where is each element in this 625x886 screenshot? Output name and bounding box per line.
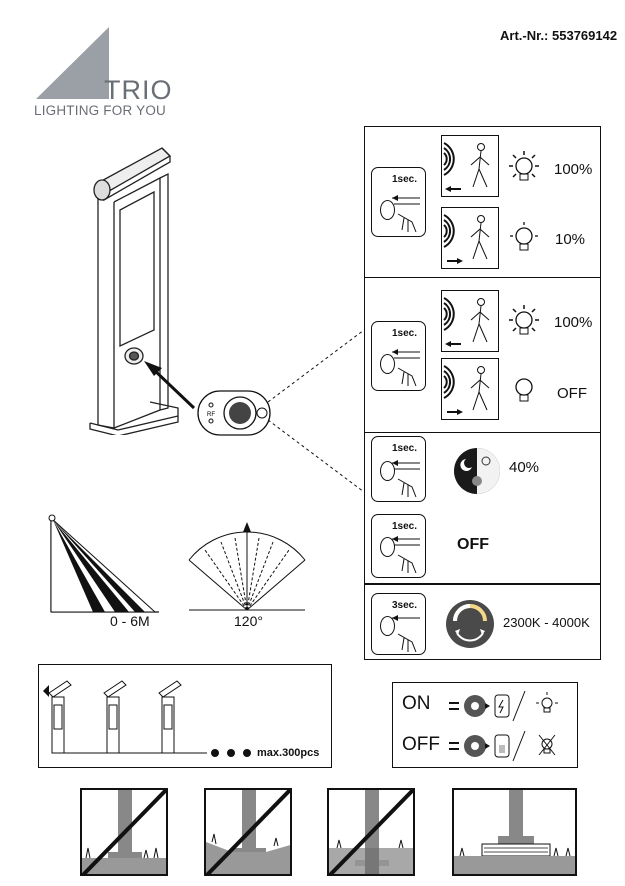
detection-angle-label: 120° xyxy=(234,613,263,629)
motion-sensor-icon xyxy=(441,207,499,269)
level-value: 100% xyxy=(554,314,593,331)
mode-panel-2: 1sec. 100% OFF xyxy=(364,278,601,433)
level-value: 100% xyxy=(554,161,593,178)
day-night-icon xyxy=(454,448,500,494)
on-label: ON xyxy=(402,693,431,714)
chained-lamps-illustration xyxy=(43,680,251,757)
duration-label: 3sec. xyxy=(392,600,418,611)
motion-sensor-icon xyxy=(441,358,499,420)
bulb-on-icon xyxy=(509,305,539,335)
install-wrong-1-drawing xyxy=(82,790,166,874)
trio-logo-triangle-icon xyxy=(36,27,109,99)
bollard-lamp-illustration xyxy=(89,147,196,435)
chain-connection-box: max.300pcs xyxy=(38,664,332,768)
button-press-2: 1sec. xyxy=(371,321,426,391)
duration-label: 1sec. xyxy=(392,521,418,532)
brand-tagline: LIGHTING FOR YOU xyxy=(34,103,166,118)
button-press-3: 1sec. xyxy=(371,436,426,502)
mode-panel-4: 1sec. OFF xyxy=(364,506,601,584)
sensor-module: RF xyxy=(197,390,271,436)
level-value: OFF xyxy=(457,536,489,553)
duration-label: 1sec. xyxy=(392,443,418,454)
duration-label: 1sec. xyxy=(392,174,418,185)
level-value: 40% xyxy=(509,459,540,476)
brand-name: TRIO xyxy=(104,75,173,105)
finger-press-icon xyxy=(392,460,420,498)
install-wrong-3-drawing xyxy=(329,790,413,874)
install-wrong-1 xyxy=(80,788,168,876)
button-press-4: 1sec. xyxy=(371,514,426,578)
install-wrong-2 xyxy=(204,788,292,876)
detection-range-diagram xyxy=(48,514,159,613)
bulb-off-icon xyxy=(515,378,533,402)
svg-text:RF: RF xyxy=(207,412,215,418)
color-temperature-icon xyxy=(446,600,494,648)
mode-panel-3: 1sec. 40% xyxy=(364,432,601,507)
install-wrong-3 xyxy=(327,788,415,876)
button-press-1: 1sec. xyxy=(371,167,426,237)
bulb-on-icon xyxy=(509,151,539,181)
detection-angle-diagram xyxy=(188,522,306,611)
article-number: Art.-Nr.: 553769142 xyxy=(500,28,618,43)
chain-max-label: max.300pcs xyxy=(257,747,320,759)
install-correct xyxy=(452,788,577,876)
on-condition-icons xyxy=(449,690,558,722)
level-value: 2300K - 4000K xyxy=(503,615,590,630)
mode-panel-5: 3sec. 2300K - 4000K xyxy=(364,584,601,660)
install-wrong-2-drawing xyxy=(206,790,290,874)
motion-sensor-icon xyxy=(441,135,499,197)
on-off-legend: ON OFF xyxy=(392,682,578,768)
detection-range-label: 0 - 6M xyxy=(110,613,150,629)
motion-sensor-icon xyxy=(441,290,499,352)
finger-press-icon xyxy=(392,615,420,653)
install-correct-drawing xyxy=(454,790,575,874)
duration-label: 1sec. xyxy=(392,328,418,339)
level-value: OFF xyxy=(557,385,587,402)
bulb-dim-icon xyxy=(510,222,538,251)
connector-lines xyxy=(267,329,365,493)
finger-press-icon xyxy=(392,195,420,233)
mode-panel-1: 1sec. 100% 10% xyxy=(364,126,601,278)
finger-press-icon xyxy=(392,349,420,387)
finger-press-icon xyxy=(392,536,420,574)
off-condition-icons xyxy=(449,730,556,762)
level-value: 10% xyxy=(555,231,586,248)
button-press-5: 3sec. xyxy=(371,593,426,655)
off-label: OFF xyxy=(402,734,440,755)
